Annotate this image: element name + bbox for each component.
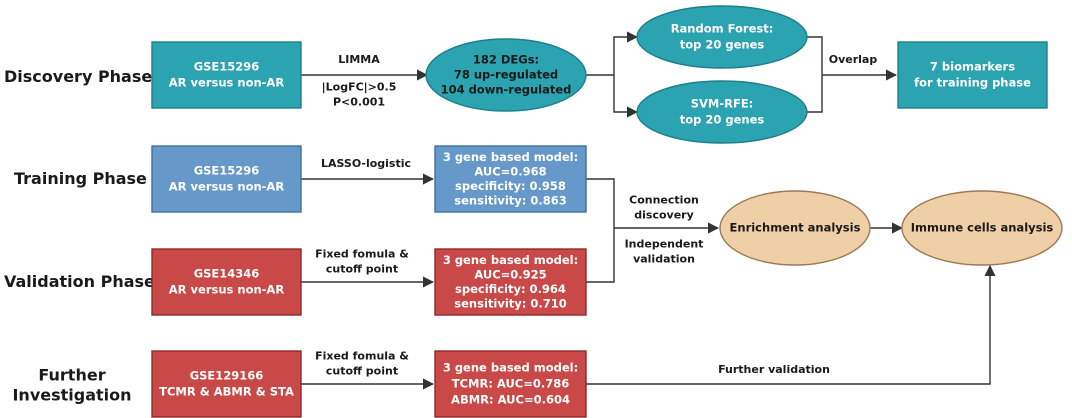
text-line: Fixed fomula & — [315, 350, 409, 363]
edge-label-connection-discovery: Connection discovery — [629, 194, 699, 222]
edge-further-model-to-immune — [586, 264, 996, 385]
node-enrichment-text: Enrichment analysis — [730, 221, 861, 235]
text-line: sensitivity: 0.710 — [454, 296, 566, 310]
text-line: LASSO-logistic — [321, 157, 411, 170]
text-line: LIMMA — [338, 53, 380, 66]
text-line: specificity: 0.964 — [455, 282, 566, 296]
edge-forest-svm-to-biomarkers — [807, 36, 896, 113]
text-line: GSE15296 — [194, 60, 260, 74]
text-line: 104 down-regulated — [441, 83, 572, 97]
edge-label-fixed-formula-validation: Fixed fomula & cutoff point — [315, 248, 409, 276]
text-line: specificity: 0.958 — [455, 179, 566, 193]
node-gse15296-training-text: GSE15296 AR versus non-AR — [169, 164, 285, 194]
text-line: sensitivity: 0.863 — [454, 193, 566, 207]
node-gse14346-text: GSE14346 AR versus non-AR — [169, 267, 285, 297]
text-line: ABMR: AUC=0.604 — [451, 393, 570, 407]
edges — [301, 31, 996, 390]
node-svm-rfe: SVM-RFE: top 20 genes — [636, 80, 808, 144]
text-line: Immune cells analysis — [911, 221, 1054, 235]
text-line: cutoff point — [326, 263, 398, 276]
text-line: Overlap — [829, 53, 878, 66]
text-line: Further — [38, 366, 105, 385]
text-line: 182 DEGs: — [473, 53, 539, 67]
text-line: Fixed fomula & — [315, 248, 409, 261]
edge-label-fixed-formula-further: Fixed fomula & cutoff point — [315, 350, 409, 378]
text-line: Connection — [629, 194, 699, 207]
node-gse15296-training: GSE15296 AR versus non-AR — [151, 145, 302, 213]
text-line: top 20 genes — [680, 113, 765, 127]
node-random-forest: Random Forest: top 20 genes — [636, 5, 808, 69]
text-line: 3 gene based model: — [443, 253, 578, 267]
node-immune: Immune cells analysis — [901, 190, 1063, 266]
phase-label-discovery: Discovery Phase — [4, 67, 152, 86]
edge-label-further-validation: Further validation — [718, 363, 830, 376]
text-line: Investigation — [12, 386, 131, 405]
edge-degs-to-random-forest — [586, 31, 639, 76]
node-biomarkers-text: 7 biomarkers for training phase — [914, 60, 1031, 90]
node-gse15296-discovery-text: GSE15296 AR versus non-AR — [169, 60, 285, 90]
text-line: P<0.001 — [333, 96, 385, 109]
text-line: top 20 genes — [680, 38, 765, 52]
text-line: GSE14346 — [194, 267, 260, 281]
text-line: validation — [633, 253, 695, 266]
edge-label-limma: LIMMA — [338, 53, 380, 66]
text-line: for training phase — [914, 76, 1031, 90]
node-svm-rfe-text: SVM-RFE: top 20 genes — [680, 97, 765, 127]
text-line: GSE129166 — [190, 369, 264, 383]
edge-label-overlap: Overlap — [829, 53, 878, 66]
text-line: discovery — [634, 209, 694, 222]
edge-label-independent-validation: Independent validation — [625, 238, 704, 266]
phase-label-validation: Validation Phase — [4, 272, 155, 291]
text-line: cutoff point — [326, 365, 398, 378]
node-gse14346: GSE14346 AR versus non-AR — [151, 248, 302, 316]
text-line: Independent — [625, 238, 704, 251]
text-line: Further validation — [718, 363, 830, 376]
text-line: TCMR: AUC=0.786 — [452, 377, 570, 391]
phase-label-training: Training Phase — [14, 169, 147, 188]
text-line: |LogFC|>0.5 — [322, 81, 397, 94]
text-line: AR versus non-AR — [169, 283, 285, 297]
node-random-forest-text: Random Forest: top 20 genes — [671, 22, 774, 52]
text-line: SVM-RFE: — [691, 97, 754, 111]
text-line: AR versus non-AR — [169, 76, 285, 90]
edge-label-lasso: LASSO-logistic — [321, 157, 411, 170]
text-line: 7 biomarkers — [930, 60, 1015, 74]
node-gse15296-discovery: GSE15296 AR versus non-AR — [151, 41, 302, 109]
text-line: 78 up-regulated — [454, 68, 558, 82]
text-line: TCMR & ABMR & STA — [159, 385, 294, 399]
node-biomarkers: 7 biomarkers for training phase — [897, 41, 1048, 109]
text-line: AUC=0.925 — [474, 267, 546, 281]
text-line: AR versus non-AR — [169, 180, 285, 194]
text-line: Random Forest: — [671, 22, 774, 36]
text-line: Enrichment analysis — [730, 221, 861, 235]
text-line: AUC=0.968 — [474, 164, 546, 178]
edge-degs-to-svm-rfe — [613, 75, 639, 118]
edge-models-to-enrichment — [586, 178, 718, 283]
node-enrichment: Enrichment analysis — [719, 190, 871, 266]
text-line: 3 gene based model: — [443, 150, 578, 164]
text-line: GSE15296 — [194, 164, 260, 178]
text-line: 3 gene based model: — [443, 361, 578, 375]
node-immune-text: Immune cells analysis — [911, 221, 1054, 235]
